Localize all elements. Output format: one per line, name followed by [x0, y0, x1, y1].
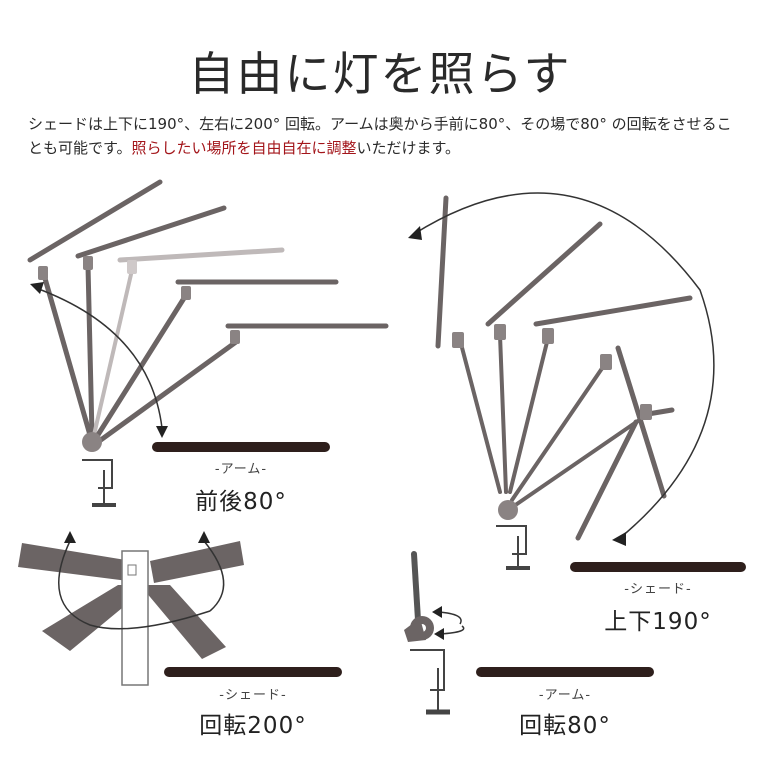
shade-tilt-illustration — [408, 192, 715, 570]
shade-rotation-illustration — [18, 531, 244, 686]
arm-rotation-illustration — [404, 551, 465, 715]
divider-bar-shade-tilt — [570, 562, 746, 572]
description-highlight: 照らしたい場所を自由自在に調整 — [131, 139, 357, 157]
description-text-end: いただけます。 — [356, 139, 461, 157]
arm-rotation-angle: 回転80° — [519, 713, 611, 739]
arm-tilt-angle: 前後80° — [195, 489, 287, 515]
description: シェードは上下に190°、左右に200° 回転。アームは奥から手前に80°、その… — [28, 112, 740, 160]
page-title: 自由に灯を照らす — [188, 47, 572, 101]
shade-tilt-angle: 上下190° — [604, 609, 712, 635]
arm-tilt-sub: -アーム- — [214, 462, 268, 477]
divider-bar-arm-tilt — [152, 442, 330, 452]
shade-rotation-angle: 回転200° — [199, 713, 307, 739]
shade-tilt-sub: -シェード- — [624, 582, 692, 597]
arm-rotation-sub: -アーム- — [538, 688, 592, 703]
arm-tilt-illustration — [27, 179, 389, 507]
description-text: シェードは上下に190°、左右に200° 回転。アームは奥から手前に80°、その… — [28, 115, 732, 157]
divider-bar-shade-rotation — [164, 667, 342, 677]
divider-bar-arm-rotation — [476, 667, 654, 677]
shade-rotation-sub: -シェード- — [219, 688, 287, 703]
